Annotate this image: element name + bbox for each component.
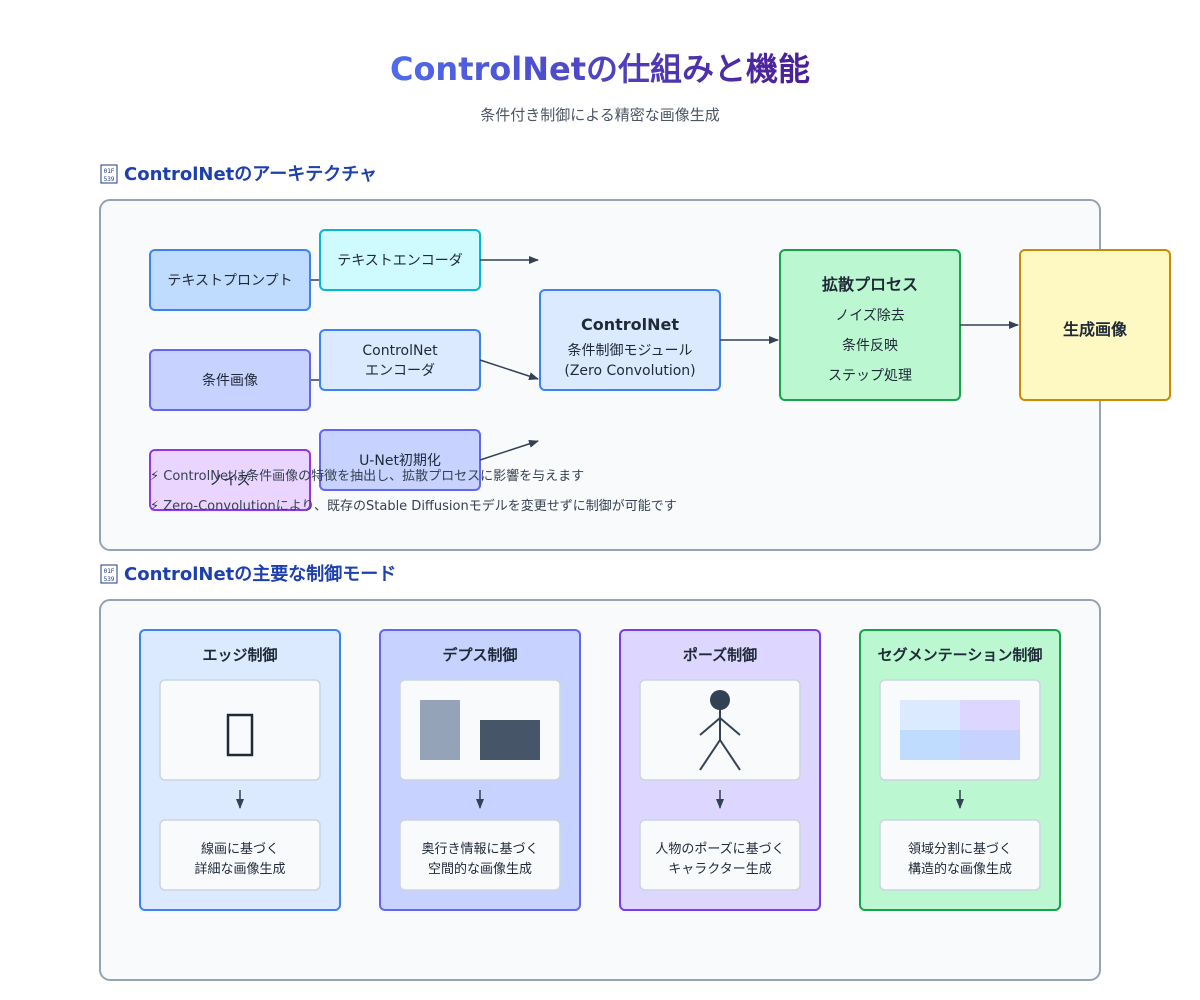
mode-card-edge-desc-2: 詳細な画像生成 <box>194 861 285 877</box>
input-condition-image-label: 条件画像 <box>202 372 258 389</box>
controlnet-encoder: ControlNet エンコーダ <box>319 329 481 391</box>
architecture-note-2: ⚡ Zero-Convolutionにより、既存のStable Diffusio… <box>150 498 677 514</box>
architecture-heading-text: ControlNetのアーキテクチャ <box>124 164 377 185</box>
input-text-prompt-label: テキストプロンプト <box>167 273 292 289</box>
modes-emoji-icon: 01F 539 <box>100 564 118 584</box>
page-subtitle: 条件付き制御による精密な画像生成 <box>480 106 720 124</box>
input-condition-image: 条件画像 <box>149 349 311 411</box>
edge-glyph-icon <box>226 713 254 757</box>
controlnet-module-line2: (Zero Convolution) <box>564 363 695 379</box>
svg-text:01F: 01F <box>104 168 115 175</box>
mode-card-pose: ポーズ制御 人物のポーズに基づく キャラクター生成 <box>619 629 821 911</box>
mode-card-depth-desc-1: 奥行き情報に基づく <box>421 842 538 857</box>
arrow-unet-init <box>479 440 539 461</box>
input-text-prompt: テキストプロンプト <box>149 249 311 311</box>
svg-text:539: 539 <box>104 176 115 183</box>
architecture-note-1: ⚡ ControlNetは条件画像の特徴を抽出し、拡散プロセスに影響を与えます <box>150 468 584 484</box>
controlnet-module: ControlNet 条件制御モジュール (Zero Convolution) <box>539 289 721 391</box>
segmentation-grid-icon <box>900 700 1020 760</box>
arrow-controlnet-encoder <box>479 359 539 380</box>
svg-text:01F: 01F <box>104 568 115 575</box>
mode-card-segmentation-title: セグメンテーション制御 <box>878 646 1043 664</box>
controlnet-encoder-line1: ControlNet <box>362 343 438 359</box>
architecture-emoji-icon: 01F 539 <box>100 164 118 184</box>
diffusion-step-condition: 条件反映 <box>842 337 898 354</box>
diffusion-process: 拡散プロセス ノイズ除去 条件反映 ステップ処理 <box>779 249 961 401</box>
input-noise: ノイズ <box>149 449 311 511</box>
mode-card-segmentation-desc-2: 構造的な画像生成 <box>908 861 1012 877</box>
svg-text:539: 539 <box>104 576 115 583</box>
text-encoder-label: テキストエンコーダ <box>337 253 463 269</box>
output-image-label: 生成画像 <box>1063 320 1128 339</box>
unet-init: U-Net初期化 <box>319 429 481 491</box>
controlnet-module-title: ControlNet <box>581 315 679 334</box>
mode-card-pose-title: ポーズ制御 <box>683 646 757 664</box>
unet-init-label: U-Net初期化 <box>359 452 441 469</box>
input-noise-label: ノイズ <box>209 473 251 489</box>
architecture-heading: 01F 539 ControlNetのアーキテクチャ <box>100 164 377 185</box>
mode-card-segmentation-desc-1: 領域分割に基づく <box>908 841 1012 857</box>
output-image: 生成画像 <box>1019 249 1171 401</box>
controlnet-module-line1: 条件制御モジュール <box>567 342 692 359</box>
diffusion-step-denoise: ノイズ除去 <box>835 308 905 324</box>
mode-card-pose-desc-1: 人物のポーズに基づく <box>655 841 784 857</box>
mode-card-segmentation: セグメンテーション制御 領域分割に基づく 構造的な画像生成 <box>859 629 1061 911</box>
depth-blocks-icon <box>420 700 540 760</box>
page-title: ControlNetの仕組みと機能 <box>390 50 810 88</box>
stick-figure-icon <box>699 690 741 771</box>
mode-card-pose-desc-2: キャラクター生成 <box>668 862 771 877</box>
mode-card-edge-title: エッジ制御 <box>202 646 277 664</box>
modes-panel <box>99 599 1101 981</box>
mode-card-edge-desc-1: 線画に基づく <box>201 841 279 857</box>
mode-card-depth: デプス制御 奥行き情報に基づく 空間的な画像生成 <box>379 629 581 911</box>
mode-card-edge: エッジ制御 線画に基づく 詳細な画像生成 <box>139 629 341 911</box>
modes-heading: 01F 539 ControlNetの主要な制御モード <box>100 563 396 585</box>
mode-card-depth-desc-2: 空間的な画像生成 <box>428 861 532 877</box>
mode-card-depth-title: デプス制御 <box>442 646 517 664</box>
text-encoder: テキストエンコーダ <box>319 229 481 291</box>
modes-heading-text: ControlNetの主要な制御モード <box>124 563 396 585</box>
diffusion-step-process: ステップ処理 <box>828 368 912 384</box>
diffusion-title: 拡散プロセス <box>822 275 918 294</box>
controlnet-encoder-line2: エンコーダ <box>365 363 435 379</box>
